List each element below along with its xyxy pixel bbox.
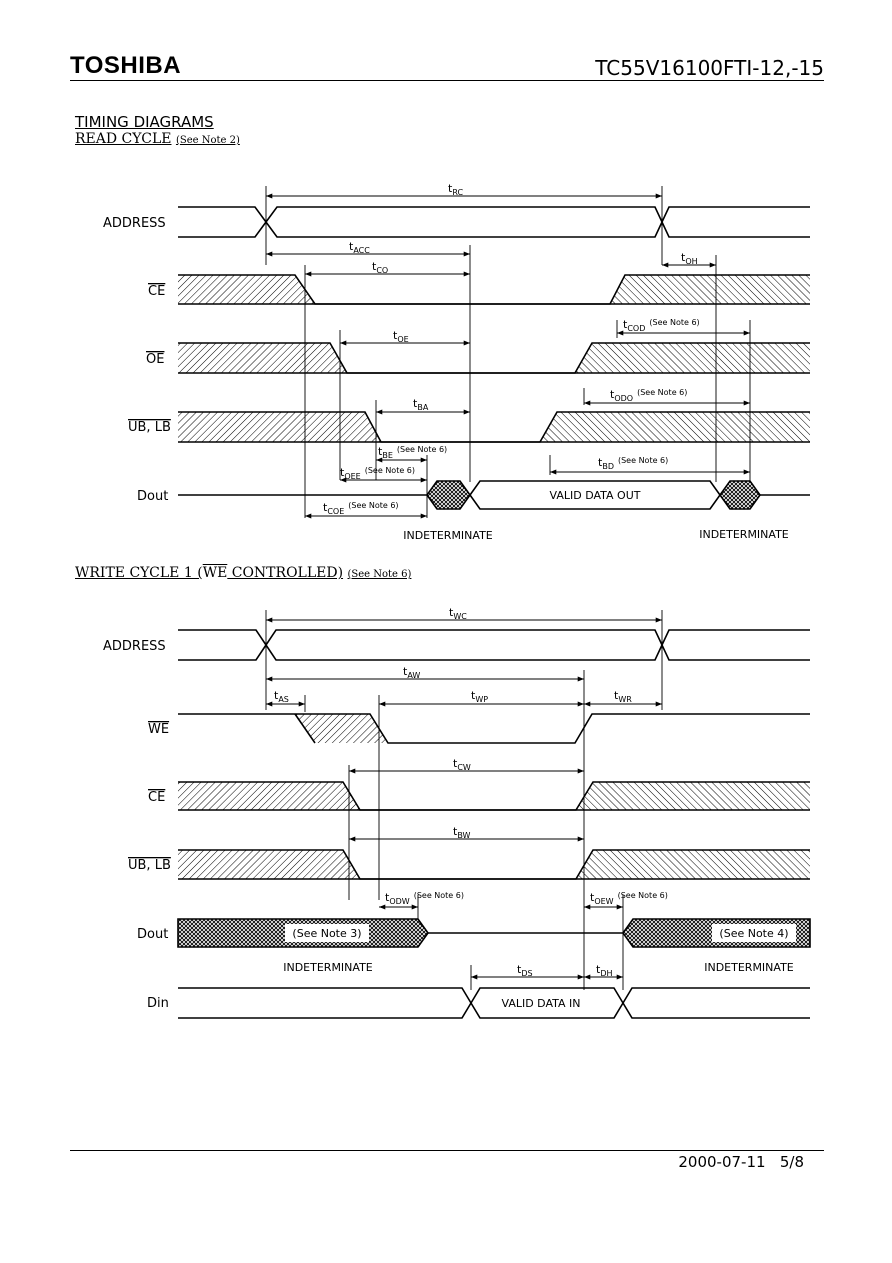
tba-label: tBA [413, 397, 429, 412]
tbd-label: tBD(See Note 6) [598, 456, 668, 471]
write-timing-labels: tWC tAW tAS tWP tWR tCW tBW tODW(See Not… [274, 606, 668, 978]
write-label-we: WE [148, 722, 169, 737]
write-cycle-note: (See Note 6) [347, 569, 412, 580]
write-label-ublb: UB, LB [128, 858, 171, 873]
footer-rule [70, 1150, 824, 1151]
write-cycle-title-pre: WRITE CYCLE 1 ( [75, 565, 203, 581]
write-valid-data-in: VALID DATA IN [502, 997, 581, 1010]
toh-label: tOH [681, 251, 698, 266]
twc-label: tWC [449, 606, 467, 621]
write-indeterminate-right: INDETERMINATE [704, 961, 794, 974]
read-data-labels: VALID DATA OUT INDETERMINATE INDETERMINA… [403, 489, 789, 542]
twp-label: tWP [471, 689, 488, 704]
tcoe-label: tCOE(See Note 6) [323, 501, 399, 516]
write-label-address: ADDRESS [103, 639, 166, 654]
dout-note-left: (See Note 3) [292, 927, 361, 940]
write-cycle-title-post: CONTROLLED) [227, 565, 344, 581]
read-label-oe: OE [146, 352, 164, 367]
read-cycle-title: READ CYCLE [75, 131, 172, 147]
write-label-ce: CE [148, 790, 165, 805]
tacc-label: tACC [349, 240, 370, 255]
tco-label: tCO [372, 260, 388, 275]
read-label-address: ADDRESS [103, 216, 166, 231]
footer-date: 2000-07-11 [678, 1153, 766, 1171]
read-label-ce: CE [148, 284, 165, 299]
write-ublb-waveform [178, 849, 810, 880]
write-cycle-heading: WRITE CYCLE 1 (WE CONTROLLED) (See Note … [75, 565, 411, 581]
tbw-label: tBW [453, 825, 471, 840]
write-cycle-title-bar: WE [202, 565, 228, 581]
read-cycle-note: (See Note 2) [175, 135, 240, 146]
toshiba-logo: TOSHIBA [70, 52, 182, 79]
twr-label: tWR [614, 689, 632, 704]
write-label-dout: Dout [137, 927, 168, 942]
read-ce-waveform [178, 274, 810, 305]
toe-label: tOE [393, 329, 409, 344]
tdh-label: tDH [596, 963, 613, 978]
toew-label: tOEW(See Note 6) [590, 891, 668, 906]
part-number: TC55V16100FTI-12,-15 [595, 56, 824, 80]
read-cycle-waveforms [178, 206, 810, 510]
write-signal-labels: ADDRESS WE CE UB, LB Dout Din [103, 639, 171, 1011]
footer-page: 5/8 [779, 1153, 804, 1171]
write-indeterminate-left: INDETERMINATE [283, 961, 373, 974]
read-dimension-arrows [266, 193, 750, 519]
toee-label: tOEE(See Note 6) [340, 466, 415, 481]
todw-label: tODW(See Note 6) [385, 891, 464, 906]
write-cycle-waveforms [177, 629, 811, 1019]
write-label-din: Din [147, 996, 169, 1011]
write-reference-lines [265, 610, 663, 990]
read-timing-labels: tRC tACC tCO tOH tOE tCOD(See Note 6) tB… [323, 182, 700, 516]
read-oe-waveform [178, 342, 810, 374]
read-indeterminate-left: INDETERMINATE [403, 529, 493, 542]
dout-note-right: (See Note 4) [719, 927, 788, 940]
tds-label: tDS [517, 963, 533, 978]
read-address-waveform [178, 206, 810, 238]
write-din-waveform [178, 987, 810, 1019]
tbe-label: tBE(See Note 6) [378, 445, 447, 460]
dout-note-left-box [285, 924, 369, 942]
read-label-ublb: UB, LB [128, 420, 171, 435]
header-rule [70, 80, 824, 81]
tcod-label: tCOD(See Note 6) [623, 318, 700, 333]
write-dimension-arrows [266, 617, 662, 980]
trc-label: tRC [448, 182, 463, 197]
read-ublb-waveform [178, 411, 810, 443]
todo-label: tODO(See Note 6) [610, 388, 687, 403]
write-address-waveform [178, 629, 810, 661]
write-data-labels: (See Note 3) (See Note 4) INDETERMINATE … [283, 927, 794, 1010]
dout-note-right-box [712, 924, 796, 942]
read-dout-waveform [178, 480, 810, 510]
read-label-dout: Dout [137, 489, 168, 504]
write-we-waveform [178, 713, 810, 744]
read-signal-labels: ADDRESS CE OE UB, LB Dout [103, 216, 171, 504]
tcw-label: tCW [453, 757, 471, 772]
footer: 2000-07-11 5/8 [678, 1153, 804, 1171]
taw-label: tAW [403, 665, 420, 680]
read-indeterminate-right: INDETERMINATE [699, 528, 789, 541]
write-ce-waveform [178, 781, 810, 811]
timing-diagrams-title: TIMING DIAGRAMS [75, 113, 214, 131]
read-reference-lines [265, 186, 751, 518]
read-valid-data-out: VALID DATA OUT [550, 489, 641, 502]
tas-label: tAS [274, 689, 289, 704]
read-cycle-heading: READ CYCLE (See Note 2) [75, 131, 240, 147]
